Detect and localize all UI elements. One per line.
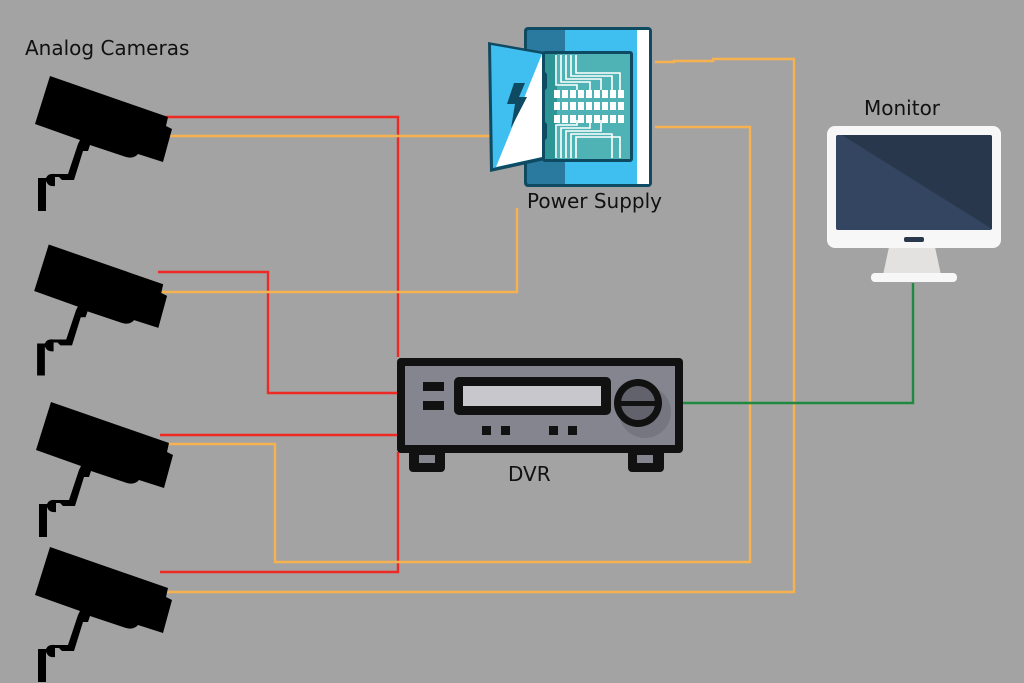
cameras-label: Analog Cameras — [25, 36, 190, 60]
power-supply-cabinet-icon — [488, 27, 652, 187]
wire-cam2-power — [152, 208, 519, 294]
camera-1 — [35, 76, 172, 211]
analog-camera-icon — [36, 402, 173, 537]
dvr-label: DVR — [508, 462, 551, 486]
analog-camera-icon — [35, 547, 172, 682]
camera-2 — [34, 244, 168, 376]
wire-cam4-power — [155, 57, 796, 594]
wire-cam4-video — [160, 452, 400, 574]
wire-dvr-monitor — [682, 283, 915, 405]
wire-cam2-video — [158, 270, 398, 395]
lightning-icon — [507, 83, 527, 128]
camera-4 — [35, 547, 172, 682]
power-supply-label: Power Supply — [527, 189, 662, 213]
dvr-recorder-icon — [397, 358, 683, 472]
wire-cam1-video — [164, 115, 400, 357]
analog-camera-icon — [34, 244, 168, 376]
camera-3 — [36, 402, 173, 537]
monitor-label: Monitor — [864, 96, 941, 120]
monitor-icon — [827, 126, 1001, 282]
wires — [152, 57, 915, 594]
wire-cam3-power — [156, 125, 752, 564]
analog-camera-icon — [35, 76, 172, 211]
